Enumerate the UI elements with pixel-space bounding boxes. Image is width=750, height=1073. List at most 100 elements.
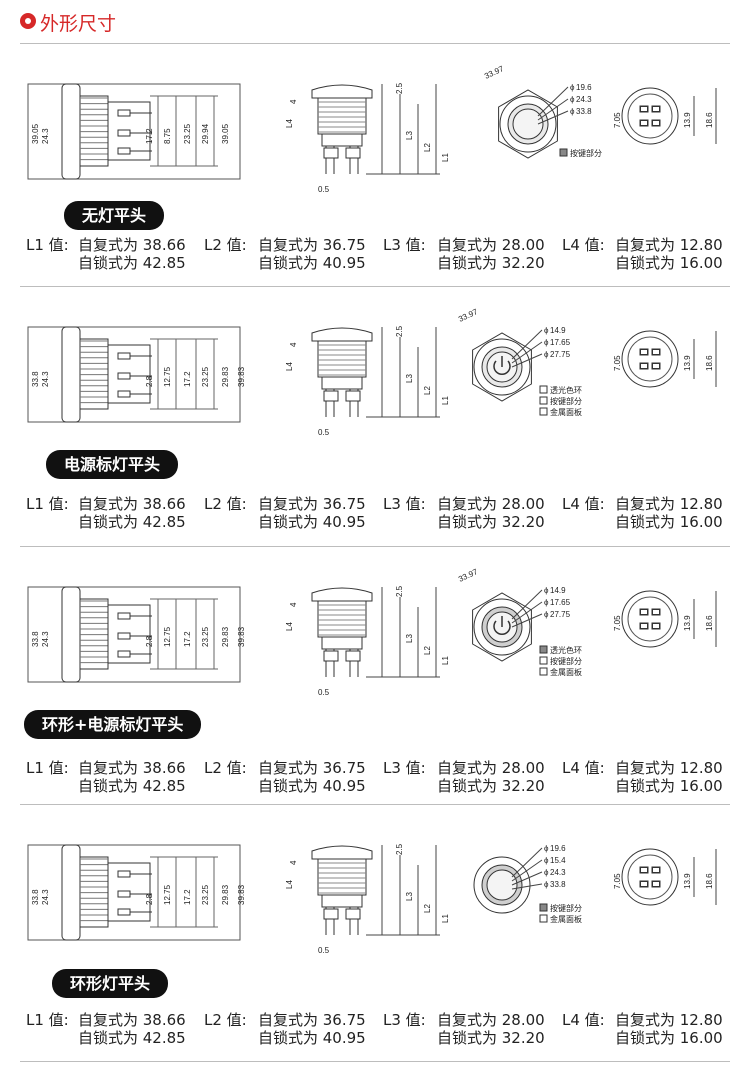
lock-value-l1: 自锁式为 42.85	[78, 254, 186, 272]
value-label-l2: L2 值:	[204, 236, 247, 254]
section-divider	[20, 804, 730, 805]
value-label-l4: L4 值:	[562, 236, 605, 254]
diameter-symbol: ϕ	[544, 844, 549, 853]
bottom-dim-a: 7.05	[613, 112, 622, 128]
height-dim-head: 2.5	[395, 325, 404, 337]
diameter-symbol: ϕ	[544, 326, 549, 335]
side-dimension-label: 39.83	[237, 626, 246, 647]
height-dim-top: 4	[289, 99, 298, 104]
side-dimension-label: 39.83	[237, 884, 246, 905]
diameter-symbol: ϕ	[544, 610, 549, 619]
side-dimension-label: 17.2	[183, 631, 192, 647]
side-dimension-label: 23.25	[183, 123, 192, 144]
value-label-l1: L1 值:	[26, 495, 69, 513]
diameter-symbol: ϕ	[544, 880, 549, 889]
side-dimension-label: 17.2	[183, 889, 192, 905]
reset-value-l4: 自复式为 12.80	[615, 236, 723, 254]
legend-label: 按键部分	[550, 903, 582, 913]
reset-value-l4: 自复式为 12.80	[615, 1011, 723, 1029]
diameter-dim-label: 14.9	[550, 586, 566, 595]
value-label-l2: L2 值:	[204, 759, 247, 777]
side-dimension-label: 23.25	[201, 626, 210, 647]
diameter-dim-label: 19.6	[576, 83, 592, 92]
model-name-badge: 无灯平头	[64, 201, 165, 230]
outer-width-dim: 33.97	[483, 64, 505, 81]
lock-value-l3: 自锁式为 32.20	[437, 1029, 545, 1047]
side-dimension-label: 29.83	[221, 366, 230, 387]
height-dim-l1: L1	[441, 396, 450, 405]
height-dim-head: 2.5	[395, 82, 404, 94]
diameter-symbol: ϕ	[570, 95, 575, 104]
bottom-dim-b: 13.9	[683, 615, 692, 631]
height-dim-l4: L4	[285, 362, 294, 371]
bottom-dim-c: 18.6	[705, 112, 714, 128]
diameter-symbol: ϕ	[544, 350, 549, 359]
bottom-dim-a: 7.05	[613, 873, 622, 889]
height-dim-head: 2.5	[395, 843, 404, 855]
side-dimension-label: 2.8	[145, 635, 154, 647]
side-dimension-label: 33.8	[31, 631, 40, 647]
reset-value-l1: 自复式为 38.66	[78, 759, 186, 777]
value-label-l4: L4 值:	[562, 759, 605, 777]
legend-label: 金属面板	[550, 407, 582, 417]
height-dim-l1: L1	[441, 914, 450, 923]
value-label-l1: L1 值:	[26, 236, 69, 254]
side-dimension-label: 24.3	[41, 128, 50, 144]
height-dim-l3: L3	[405, 374, 414, 383]
legend-label: 按键部分	[550, 396, 582, 406]
bottom-dim-c: 18.6	[705, 615, 714, 631]
height-dim-l3: L3	[405, 634, 414, 643]
diameter-symbol: ϕ	[544, 598, 549, 607]
diameter-dim-label: 15.4	[550, 856, 566, 865]
value-label-l1: L1 值:	[26, 759, 69, 777]
reset-value-l3: 自复式为 28.00	[437, 236, 545, 254]
model-name-badge: 环形+电源标灯平头	[24, 710, 202, 739]
model-name-badge: 电源标灯平头	[46, 450, 179, 479]
height-dim-top: 4	[289, 342, 298, 347]
height-dim-l4: L4	[285, 119, 294, 128]
diameter-dim-label: 33.8	[550, 880, 566, 889]
side-dimension-label: 12.75	[163, 884, 172, 905]
diameter-dim-label: 33.8	[576, 107, 592, 116]
legend-label: 透光色环	[550, 645, 582, 655]
side-dimension-label: 8.75	[163, 128, 172, 144]
lock-value-l2: 自锁式为 40.95	[258, 1029, 366, 1047]
side-dimension-label: 39.05	[221, 123, 230, 144]
section-divider	[20, 546, 730, 547]
side-dimension-label: 29.94	[201, 123, 210, 144]
lock-value-l2: 自锁式为 40.95	[258, 254, 366, 272]
legend-label: 透光色环	[550, 385, 582, 395]
lock-value-l4: 自锁式为 16.00	[615, 254, 723, 272]
diameter-symbol: ϕ	[570, 83, 575, 92]
pin-gap-dim: 0.5	[318, 688, 330, 697]
bottom-dim-a: 7.05	[613, 355, 622, 371]
lock-value-l4: 自锁式为 16.00	[615, 513, 723, 531]
pin-gap-dim: 0.5	[318, 185, 330, 194]
side-dimension-label: 24.3	[41, 371, 50, 387]
reset-value-l4: 自复式为 12.80	[615, 759, 723, 777]
lock-value-l3: 自锁式为 32.20	[437, 777, 545, 795]
side-dimension-label: 29.83	[221, 626, 230, 647]
section-bullet-icon	[20, 13, 36, 29]
pin-gap-dim: 0.5	[318, 946, 330, 955]
height-dim-l2: L2	[423, 143, 432, 152]
reset-value-l3: 自复式为 28.00	[437, 1011, 545, 1029]
diameter-dim-label: 14.9	[550, 326, 566, 335]
lock-value-l4: 自锁式为 16.00	[615, 1029, 723, 1047]
value-label-l3: L3 值:	[383, 495, 426, 513]
side-dimension-label: 24.3	[41, 889, 50, 905]
outer-width-dim: 33.97	[457, 307, 479, 324]
model-name-badge: 环形灯平头	[52, 969, 169, 998]
diameter-symbol: ϕ	[544, 338, 549, 347]
reset-value-l3: 自复式为 28.00	[437, 495, 545, 513]
